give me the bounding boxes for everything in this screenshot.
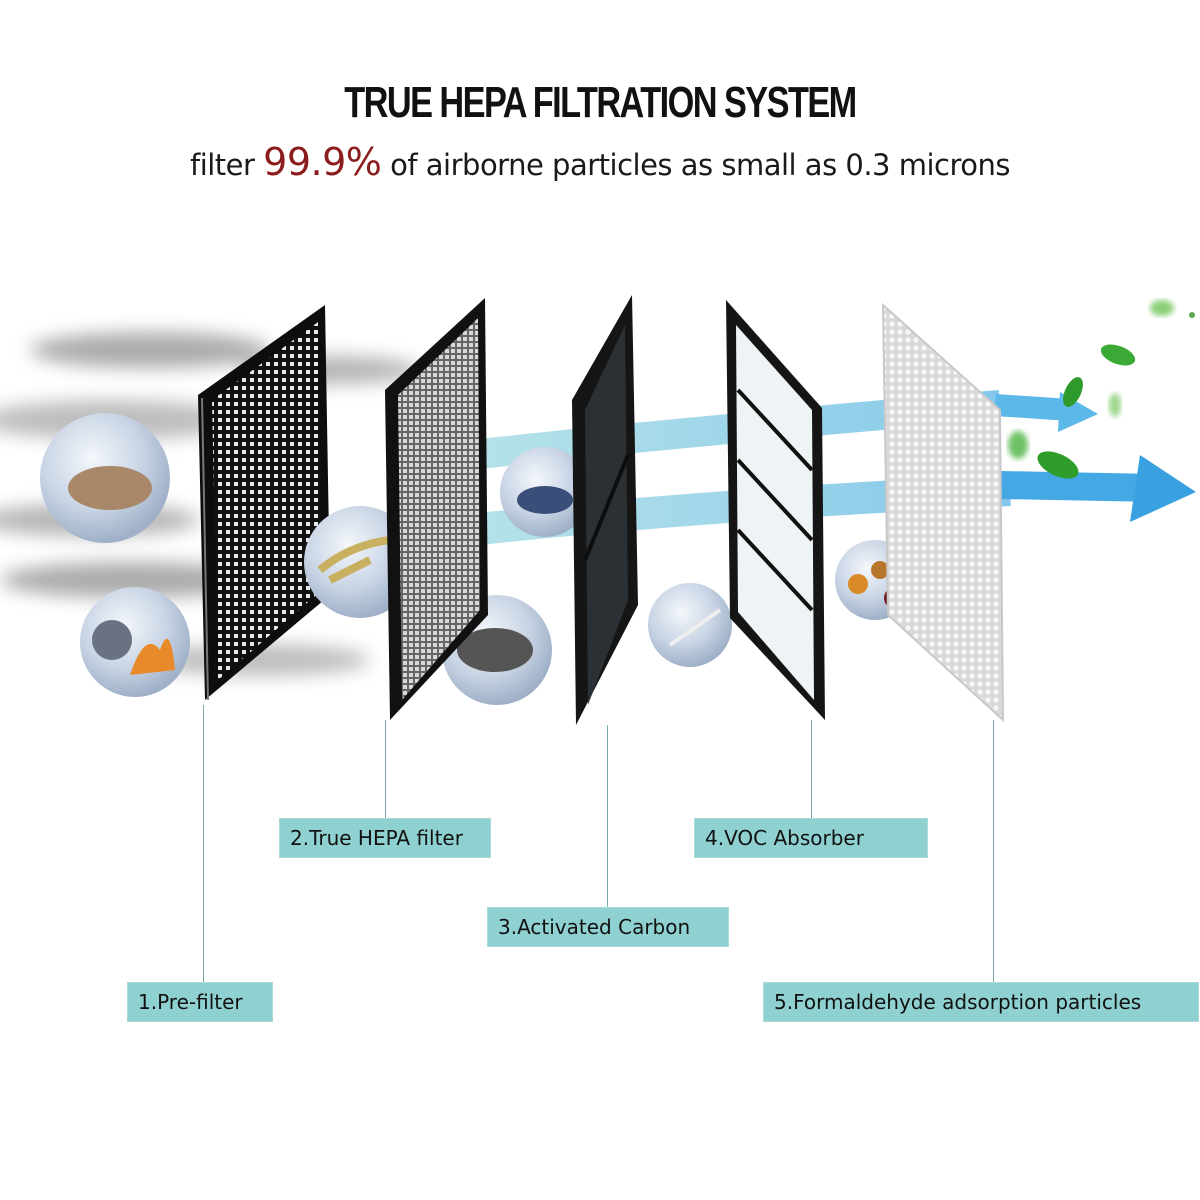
- connector-line-4: [811, 720, 812, 820]
- connector-line-2: [385, 720, 386, 820]
- filter-3-activated-carbon: [572, 295, 638, 725]
- filter-2-hepa: [385, 298, 488, 720]
- label-pre-filter: 1.Pre-filter: [128, 983, 272, 1021]
- arrow-lower-icon: [1130, 455, 1196, 522]
- connector-line-5: [993, 720, 994, 985]
- label-activated-carbon: 3.Activated Carbon: [488, 908, 728, 946]
- subtitle: filter 99.9% of airborne particles as sm…: [189, 140, 1011, 184]
- leaves-icon: [1008, 300, 1195, 479]
- odor-bubble: [648, 583, 732, 667]
- label-true-hepa-filter: 2.True HEPA filter: [280, 819, 490, 857]
- filter-4-voc-absorber: [726, 300, 825, 720]
- filter-5-formaldehyde: [881, 302, 1005, 723]
- connector-line-1: [203, 705, 204, 990]
- efficiency-highlight: 99.9%: [263, 140, 382, 184]
- label-voc-absorber: 4.VOC Absorber: [695, 819, 927, 857]
- label-formaldehyde: 5.Formaldehyde adsorption particles: [764, 983, 1198, 1021]
- page-title: TRUE HEPA FILTRATION SYSTEM: [344, 78, 857, 127]
- filter-1-pre-filter: [198, 305, 330, 701]
- connector-line-3: [607, 725, 608, 907]
